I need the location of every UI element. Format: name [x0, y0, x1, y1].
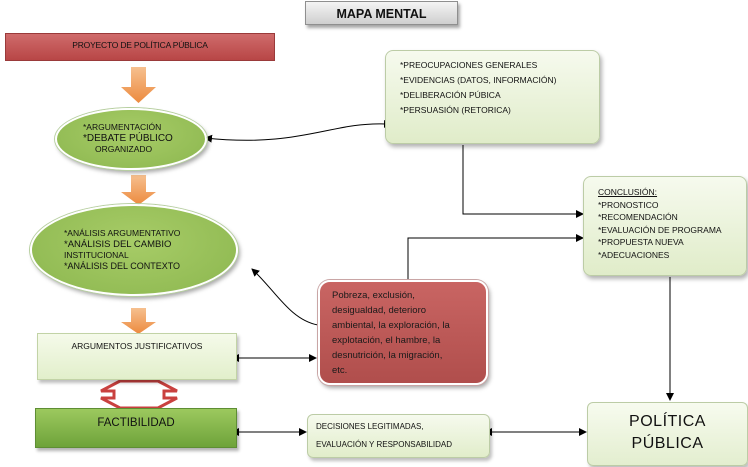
problemas-line-1: Pobreza, exclusión, — [332, 290, 415, 301]
red-to-concl — [407, 234, 584, 280]
problemas-line-2: desigualdad, deterioro — [332, 305, 427, 316]
conclusion-item-1: *PRONOSTICO — [598, 199, 659, 210]
conclusion-item-2: *RECOMENDACIÓN — [598, 212, 678, 222]
argumentos-box: ARGUMENTOS JUSTIFICATIVOS — [37, 333, 237, 380]
conclusion-item-4: *PROPUESTA NUEVA — [598, 237, 684, 247]
conclusion-box: CONCLUSIÓN: *PRONOSTICO *RECOMENDACIÓN *… — [583, 176, 747, 276]
decisiones-line-2: EVALUACIÓN Y RESPONSABILIDAD — [316, 440, 453, 449]
red-double-arrow — [100, 379, 178, 410]
preoc-item-4: *PERSUASIÓN (RETORICA) — [400, 105, 511, 115]
analisis-line-4: *ANÁLISIS DEL CONTEXTO — [64, 261, 181, 271]
orange-arrow-2 — [121, 175, 156, 205]
politica-line-1: POLÍTICA — [629, 413, 706, 430]
argumentacion-line-1: *ARGUMENTACIÓN — [83, 122, 162, 132]
analisis-line-1: *ANÁLISIS ARGUMENTATIVO — [64, 228, 181, 238]
politica-publica-box: POLÍTICA PÚBLICA — [587, 402, 748, 466]
analisis-line-3: INSTITUCIONAL — [64, 250, 129, 260]
conclusion-heading: CONCLUSIÓN: — [598, 187, 658, 197]
conclusion-item-5: *ADECUACIONES — [598, 249, 670, 260]
problemas-box: Pobreza, exclusión, desigualdad, deterio… — [318, 280, 488, 385]
factibilidad-label: FACTIBILIDAD — [97, 417, 175, 429]
preoc-to-concl — [462, 145, 584, 218]
politica-line-2: PÚBLICA — [631, 435, 704, 452]
decisiones-line-1: DECISIONES LEGITIMADAS, — [316, 422, 424, 431]
problemas-line-3: ambiental, la exploración, la — [332, 320, 450, 331]
preoc-item-3: *DELIBERACIÓN PÚBICA — [400, 90, 501, 100]
orange-arrow-3 — [121, 308, 156, 334]
argumentacion-oval: *ARGUMENTACIÓN *DEBATE PÚBLICO ORGANIZAD… — [55, 108, 207, 170]
argumentacion-line-2: *DEBATE PÚBLICO — [83, 133, 173, 144]
conclusion-item-3: *EVALUACIÓN DE PROGRAMA — [598, 224, 722, 235]
preoc-item-2: *EVIDENCIAS (DATOS, INFORMACIÓN) — [400, 75, 557, 85]
preocupaciones-box: *PREOCUPACIONES GENERALES *EVIDENCIAS (D… — [385, 50, 600, 144]
problemas-line-4: explotación, el hambre, la — [332, 335, 441, 346]
curve-arrow-red — [251, 268, 319, 326]
argumentos-label: ARGUMENTOS JUSTIFICATIVOS — [71, 341, 203, 351]
problemas-line-5: desnutrición, la migración, — [332, 350, 443, 361]
problemas-line-6: etc. — [332, 365, 348, 376]
page-title: MAPA MENTAL — [336, 7, 427, 21]
preoc-item-1: *PREOCUPACIONES GENERALES — [400, 60, 538, 70]
proyecto-box: PROYECTO DE POLÍTICA PÚBLICA — [5, 33, 275, 61]
factibilidad-box: FACTIBILIDAD — [35, 408, 237, 448]
curve-arrow-top — [204, 119, 392, 143]
analisis-oval: *ANÁLISIS ARGUMENTATIVO *ANÁLISIS DEL CA… — [30, 204, 238, 296]
analisis-line-2: *ANÁLISIS DEL CAMBIO — [64, 239, 172, 250]
decisiones-box: DECISIONES LEGITIMADAS, EVALUACIÓN Y RES… — [307, 414, 490, 458]
orange-arrow-1 — [121, 67, 156, 103]
argumentacion-line-3: ORGANIZADO — [95, 144, 153, 154]
proyecto-label: PROYECTO DE POLÍTICA PÚBLICA — [72, 40, 208, 50]
title-box: MAPA MENTAL — [305, 1, 458, 25]
